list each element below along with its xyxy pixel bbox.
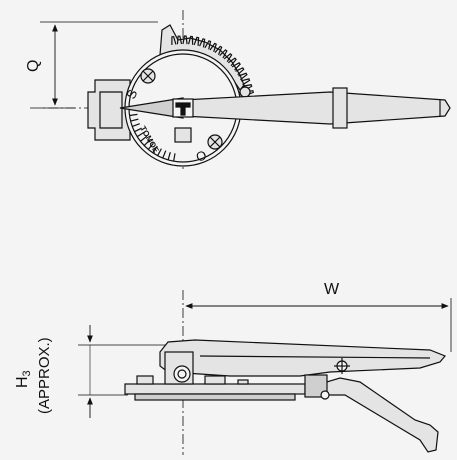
gear-tooth	[219, 49, 228, 59]
dial-tick	[147, 142, 154, 150]
dial-tick	[162, 150, 167, 159]
dial-tick	[167, 152, 171, 161]
body-left-detail	[99, 91, 123, 129]
gear-teeth	[171, 35, 254, 96]
gear-tooth	[235, 67, 245, 76]
dial-tick	[157, 148, 162, 156]
h3-approx-label: (APPROX.)	[36, 337, 53, 414]
q-dimension-label: Q	[25, 60, 42, 72]
dial-tick	[130, 118, 139, 122]
gear-tooth	[182, 35, 188, 45]
dial-tick	[173, 153, 176, 162]
dial-o-mark: O	[194, 147, 209, 165]
w-dimension-label: W	[324, 281, 340, 298]
pivot-pin	[173, 365, 191, 383]
lever-nut	[174, 127, 192, 143]
dial-tick	[132, 123, 140, 128]
gear-tooth	[193, 36, 200, 46]
dial-tick	[134, 127, 142, 133]
center-logo	[175, 102, 191, 116]
screw-lower-right	[207, 134, 223, 150]
gear-tooth	[240, 78, 251, 86]
base-plate	[124, 383, 306, 395]
gear-tooth	[176, 35, 183, 45]
screw-upper-left	[140, 68, 156, 84]
top-view	[30, 10, 451, 170]
dial-tick	[143, 139, 151, 146]
gear-tooth	[223, 52, 233, 63]
gear-tooth	[209, 42, 217, 53]
handle-grip-clip	[332, 87, 348, 129]
gear-tooth	[199, 38, 206, 48]
lever-arm-inner-line	[199, 355, 431, 359]
dial-tick	[152, 145, 158, 154]
latch-pin	[320, 390, 330, 400]
trigger-grip	[319, 377, 439, 453]
dial-tick	[136, 131, 145, 138]
body-left-block	[87, 79, 131, 141]
pivot-pin-inner	[177, 369, 187, 379]
dial-ticks	[129, 113, 176, 162]
gear-tooth	[238, 72, 248, 81]
gear-tooth	[227, 57, 237, 67]
dial-tick	[129, 113, 138, 117]
side-view	[78, 290, 452, 455]
base-bolt-mid	[204, 375, 226, 385]
gear-tooth	[231, 62, 241, 71]
latch-body	[304, 374, 328, 398]
gear-tooth	[187, 35, 194, 45]
base-bolt-right	[237, 379, 249, 385]
h3-label-group: H3 (APPROX.)	[14, 337, 53, 414]
base-bolt-left	[136, 375, 154, 385]
gear-tooth	[171, 35, 177, 45]
handle-bar	[182, 91, 451, 125]
gear-tooth	[214, 45, 223, 55]
screw-right-top	[239, 86, 251, 98]
base-lower	[134, 393, 296, 401]
dial-tick	[140, 135, 148, 142]
h3-dimension-label: H3	[14, 370, 33, 388]
gear-tooth	[204, 40, 212, 50]
